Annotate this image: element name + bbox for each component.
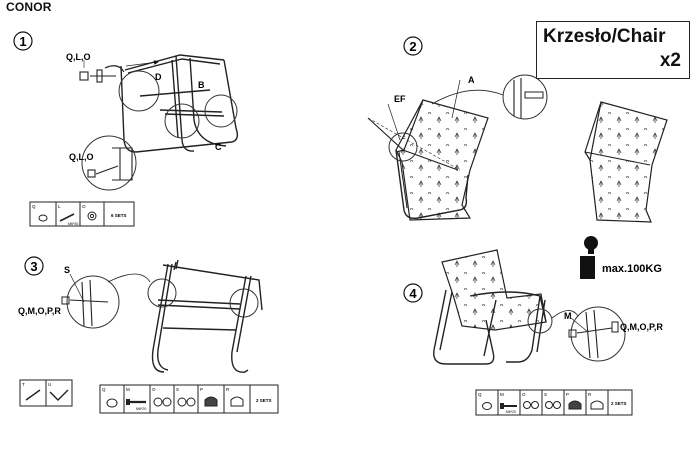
- step-3-label-s: S: [64, 265, 70, 275]
- step-1-label-c: C: [215, 142, 222, 152]
- step-1-circle: [13, 31, 33, 51]
- table4-letter-o: O: [522, 392, 526, 397]
- cap-nut-icon: [38, 214, 48, 222]
- table3-sets: 2 SETS: [256, 398, 272, 403]
- step-1-label-qlo-top: Q,L,O: [66, 52, 91, 62]
- step-1-bolt-bottom: [87, 147, 133, 181]
- parts-table-step-4: Q M O S P R M6*20 2 SETS: [475, 389, 633, 416]
- step-1-frame: [120, 54, 239, 153]
- table3-letter-s: S: [176, 387, 179, 392]
- step-2-circle: [403, 36, 423, 56]
- step-4-detail-circle-main: [570, 306, 626, 362]
- load-text: max.100KG: [602, 263, 662, 275]
- step-1-label-b: B: [198, 80, 205, 90]
- step-2-slat-ef: [367, 117, 459, 171]
- step-1-detail-circle-c: [164, 103, 200, 139]
- step-1-number: 1: [19, 34, 26, 49]
- load-indicator: max.100KG: [580, 236, 662, 279]
- table4-letter-m: M: [500, 392, 504, 397]
- parts-table-step-3: Q M O S P R M6*20 2 SETS: [99, 384, 279, 414]
- tools-letter-t: T: [22, 382, 25, 387]
- bolt-icon: [59, 213, 75, 222]
- title-box: Krzesło/Chair x2: [536, 21, 690, 79]
- step-4-label-qmopr: Q,M,O,P,R: [620, 322, 663, 332]
- tools-letter-u: U: [48, 382, 51, 387]
- weight-block-icon: [580, 256, 595, 279]
- washer-icon: [523, 401, 531, 409]
- step-1-detail-circle-bottom: [81, 135, 137, 191]
- step-2-fabric-right: [589, 101, 668, 223]
- step-1: 1: [13, 31, 239, 191]
- table1-letter-o: O: [82, 204, 86, 209]
- step-2-detail-circle-a: [502, 74, 548, 120]
- washer-icon: [153, 397, 163, 407]
- title-quantity: x2: [659, 50, 681, 71]
- brand-name: CONOR: [6, 0, 52, 14]
- table3-letter-q: Q: [102, 387, 106, 392]
- table1-letter-q: Q: [32, 204, 36, 209]
- step-4-circle: [403, 283, 423, 303]
- parts-table-step-1: Q L O M6*30 6 SETS: [29, 201, 135, 227]
- table1-sets: 6 SETS: [111, 213, 127, 218]
- step-4-number: 4: [409, 286, 417, 301]
- spring-washer-icon: [545, 401, 553, 409]
- table4-bolt-size: M6*20: [506, 410, 516, 414]
- table4-letter-s: S: [544, 392, 547, 397]
- cap-nut-icon: [106, 398, 118, 408]
- table3-letter-p: P: [200, 387, 203, 392]
- step-2-label-a: A: [468, 75, 475, 85]
- step-3-detail-circle-main: [66, 275, 120, 329]
- hex-nut-icon: [230, 396, 244, 407]
- step-3-detail-circle-left: [147, 278, 177, 308]
- cap-nut-icon: [482, 402, 492, 410]
- step-4-detail-circle-small: [527, 308, 553, 334]
- step-4-chair-frame: [433, 289, 547, 365]
- step-2-label-ef: EF: [394, 94, 406, 104]
- table4-sets: 2 SETS: [611, 401, 627, 406]
- table1-letter-l: L: [58, 204, 61, 209]
- dome-nut-icon: [568, 400, 582, 410]
- wrench-icon: [25, 389, 41, 401]
- table1-bolt-size: M6*30: [68, 222, 78, 226]
- table4-letter-q: Q: [478, 392, 482, 397]
- table4-letter-r: R: [588, 392, 592, 397]
- table3-letter-o: O: [152, 387, 156, 392]
- weight-knob-icon: [584, 236, 598, 250]
- step-1-bolt-top: [79, 65, 125, 83]
- table3-letter-m: M: [126, 387, 130, 392]
- step-3-detail-circle-right: [229, 288, 259, 318]
- step-3-frame: [151, 259, 263, 373]
- step-3-circle: [24, 256, 44, 276]
- title-product: Krzesło/Chair: [543, 26, 666, 47]
- step-4: 4 M Q,M,O,P,R: [403, 249, 663, 365]
- table3-bolt-size: M6*20: [136, 407, 146, 411]
- washer-icon: [87, 211, 97, 221]
- step-1-label-qlo-bottom: Q,L,O: [69, 152, 94, 162]
- step-2-detail-circle-ef: [388, 132, 418, 162]
- table3-letter-r: R: [226, 387, 230, 392]
- step-1-detail-circle-d: [118, 70, 160, 112]
- allen-key-icon: [49, 389, 69, 401]
- step-4-label-m: M: [564, 311, 572, 321]
- dome-nut-icon: [204, 396, 218, 407]
- step-3-label-qmopr: Q,M,O,P,R: [18, 306, 61, 316]
- step-3-number: 3: [30, 259, 37, 274]
- step-1-detail-circle-b: [204, 94, 238, 128]
- step-3: 3 S Q,M,O,P,R: [18, 256, 263, 373]
- step-4-chair-fabric: [441, 249, 547, 331]
- hex-nut-icon: [590, 400, 604, 410]
- step-2: 2 A EF: [367, 36, 668, 223]
- step-2-number: 2: [409, 39, 416, 54]
- table4-letter-p: P: [566, 392, 569, 397]
- spring-washer-icon: [177, 397, 187, 407]
- step-1-label-d: D: [155, 72, 162, 82]
- tools-table-step-3: T U: [19, 379, 73, 407]
